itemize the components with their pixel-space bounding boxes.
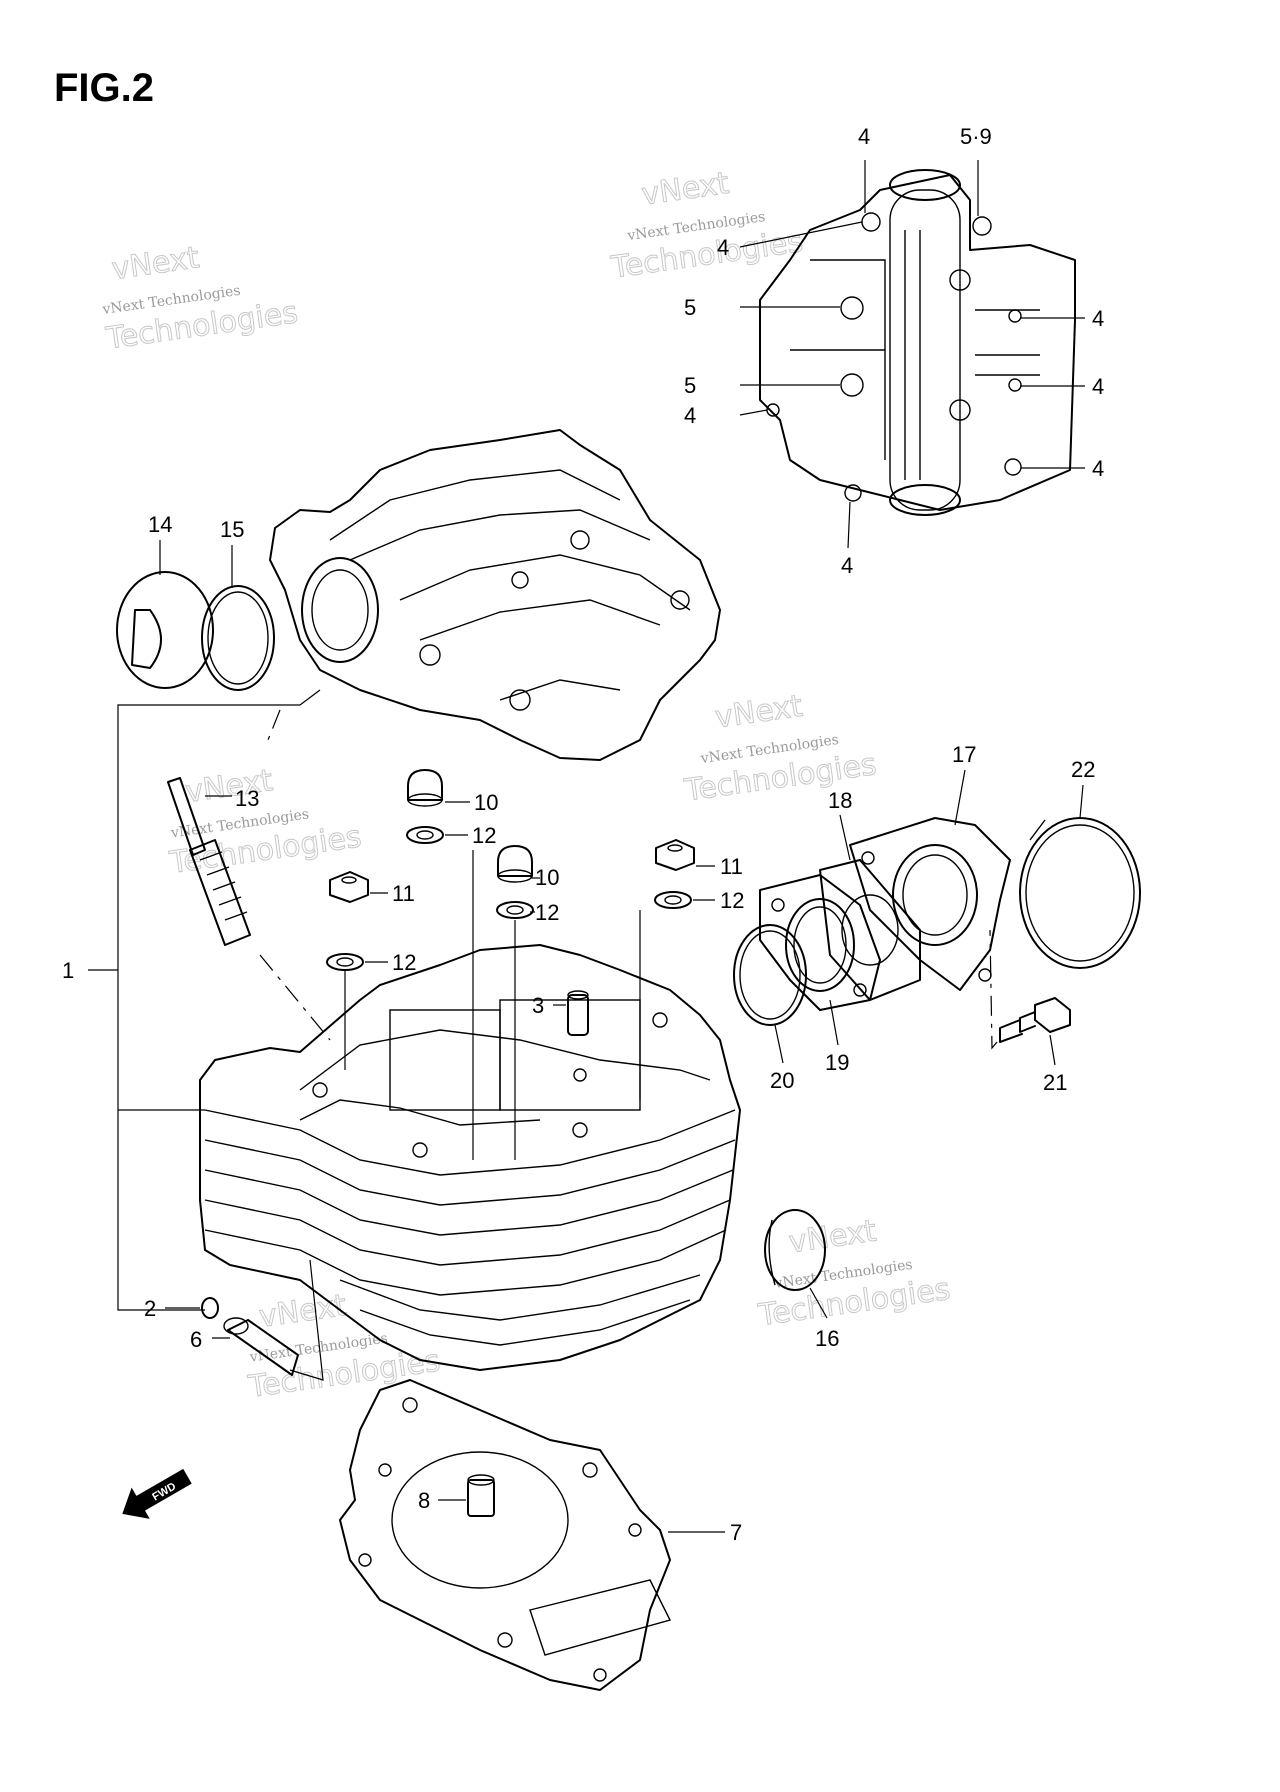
watermark-tile: vNext vNext Technologies Technologies (101, 240, 301, 357)
callout-16: 16 (815, 1326, 839, 1351)
callout-19: 19 (825, 1050, 849, 1075)
callout-12: 12 (472, 823, 496, 848)
callout-12: 12 (535, 900, 559, 925)
pin-part-6 (223, 1317, 299, 1376)
callout-5-9: 5·9 (960, 124, 992, 149)
watermark-big: vNext (640, 166, 732, 213)
head-cover-gasket (759, 169, 1076, 516)
leader-lines (88, 160, 1085, 1533)
callout-3: 3 (532, 993, 544, 1018)
watermark-tile: vNext vNext Technologies Technologies (755, 1213, 953, 1334)
callout-20: 20 (770, 1068, 794, 1093)
callout-1: 1 (62, 958, 74, 983)
spark-plug-part-13 (167, 777, 251, 946)
callout-8: 8 (418, 1488, 430, 1513)
cap-part-14 (116, 571, 214, 689)
callout-6: 6 (190, 1327, 202, 1352)
band-clamp-part-22 (1019, 817, 1141, 969)
callout-4: 4 (858, 124, 870, 149)
callout-5: 5 (684, 295, 696, 320)
watermark-tile: vNext vNext Technologies Technologies (245, 1287, 443, 1405)
callout-4: 4 (717, 235, 729, 260)
nut-part-11 (326, 871, 369, 971)
watermark-big: vNext (110, 240, 202, 287)
watermark-big: vNext (713, 689, 805, 736)
watermark-big: vNext (787, 1214, 879, 1261)
callout-22: 22 (1071, 757, 1095, 782)
callout-15: 15 (220, 517, 244, 542)
callout-10: 10 (474, 790, 498, 815)
cap-nut-part-10b (496, 845, 534, 919)
callout-12: 12 (392, 950, 416, 975)
o-ring-part-15 (201, 585, 275, 691)
watermarks: vNext vNext Technologies Technologies vN… (101, 165, 953, 1405)
callout-17: 17 (952, 742, 976, 767)
callout-4: 4 (1092, 456, 1104, 481)
callout-21: 21 (1043, 1070, 1067, 1095)
watermark-tile: vNext vNext Technologies Technologies (166, 763, 364, 882)
callout-4: 4 (684, 403, 696, 428)
insulator-part-18 (819, 859, 921, 1001)
o-ring-part-20 (733, 924, 807, 1026)
watermark-big: vNext (257, 1288, 349, 1335)
watermark-big: vNext (183, 763, 275, 810)
callout-2: 2 (144, 1296, 156, 1321)
callout-5: 5 (684, 373, 696, 398)
nut-part-11b (654, 839, 695, 909)
forward-arrow-icon: FWD (122, 1468, 192, 1519)
callout-11: 11 (720, 854, 743, 879)
figure-title: FIG.2 (54, 66, 155, 110)
dowel-pin-part-3 (567, 990, 589, 1036)
watermark-tile: vNext vNext Technologies Technologies (608, 165, 806, 286)
intake-flange-part-19 (759, 874, 881, 1011)
callout-11: 11 (392, 881, 415, 906)
callout-18: 18 (828, 788, 852, 813)
callout-7: 7 (730, 1520, 742, 1545)
callout-labels: 1 2 3 4 4 4 4 4 4 4 5·9 5 5 6 7 8 10 10 … (62, 124, 1104, 1545)
fwd-label: FWD (150, 1480, 178, 1503)
intake-pipe-part-17 (849, 817, 1011, 991)
callout-4: 4 (841, 553, 853, 578)
cylinder-head-gasket-part-7 (339, 1379, 672, 1691)
callout-4: 4 (1092, 374, 1104, 399)
dowel-pin-part-8 (467, 1474, 495, 1517)
bolt-part-21 (999, 997, 1071, 1043)
cap-nut-part-10 (406, 769, 444, 844)
cylinder-head-part-1 (199, 944, 741, 1371)
cylinder-head-cover (269, 429, 721, 761)
plug-cap-part-16 (764, 1209, 826, 1291)
callout-4: 4 (1092, 306, 1104, 331)
callout-12: 12 (720, 888, 744, 913)
callout-13: 13 (235, 786, 259, 811)
callout-14: 14 (148, 512, 172, 537)
callout-10: 10 (535, 865, 559, 890)
o-ring-part-2 (201, 1297, 219, 1319)
